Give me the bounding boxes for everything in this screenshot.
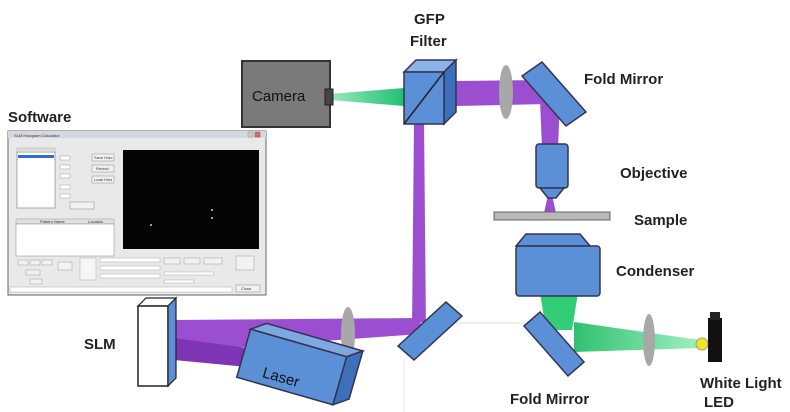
top-lens (499, 65, 513, 119)
center-vertical-beam (412, 120, 426, 330)
gfp-filter-side (443, 58, 457, 126)
gfp-emission-beam (330, 88, 404, 106)
led-beam (574, 322, 700, 352)
slm-side (167, 296, 177, 388)
camera-label: Camera (252, 88, 306, 105)
white-light-label-2: LED (704, 394, 734, 411)
laser-to-slm-beam (174, 338, 262, 368)
led-housing (708, 318, 722, 362)
software-reload-button[interactable] (91, 164, 115, 173)
laser-box (235, 322, 366, 406)
software-close-label: Close (241, 286, 252, 291)
condenser-beam (540, 293, 578, 330)
slm-label: SLM (84, 336, 116, 353)
software-load-label: Load Holo (94, 177, 113, 182)
software-window: SLM Hologram Calculator Save Holo Reload… (7, 130, 267, 296)
led-emitter (695, 337, 709, 351)
camera-port (324, 88, 334, 106)
software-save-button[interactable] (91, 153, 115, 162)
objective-focus-beam (544, 195, 556, 213)
software-reload-label: Reload (96, 166, 109, 171)
objective-body (535, 143, 569, 189)
slm-front (137, 305, 169, 387)
led-lens (643, 314, 655, 366)
center-fold-mirror (396, 300, 464, 362)
led-housing-top (710, 312, 720, 320)
software-col-pattern: Pattern Name (40, 219, 65, 224)
top-fold-mirror (520, 61, 588, 127)
sample-slide (493, 211, 611, 221)
camera-body (241, 60, 331, 128)
software-load-button[interactable] (91, 175, 115, 184)
bottom-fold-mirror (522, 310, 586, 378)
gfp-filter-diagonal (403, 71, 445, 125)
software-hologram-display (123, 150, 259, 249)
fold-mirror-bottom-label: Fold Mirror (510, 391, 589, 408)
sample-label: Sample (634, 212, 687, 229)
white-light-label-1: White Light (700, 375, 782, 392)
software-window-title: SLM Hologram Calculator (14, 133, 60, 138)
gfp-filter-label-1: GFP (414, 11, 445, 28)
fold-mirror-top-label: Fold Mirror (584, 71, 663, 88)
condenser-top (514, 233, 592, 247)
condenser-body (515, 245, 601, 297)
objective-label: Objective (620, 165, 688, 182)
objective-tip (538, 187, 566, 199)
software-col-location: Location (88, 219, 103, 224)
condenser-label: Condenser (616, 263, 695, 280)
software-close-button[interactable] (235, 284, 261, 293)
software-save-label: Save Holo (94, 155, 113, 160)
gfp-filter-label-2: Filter (410, 33, 447, 50)
software-label: Software (8, 109, 71, 126)
